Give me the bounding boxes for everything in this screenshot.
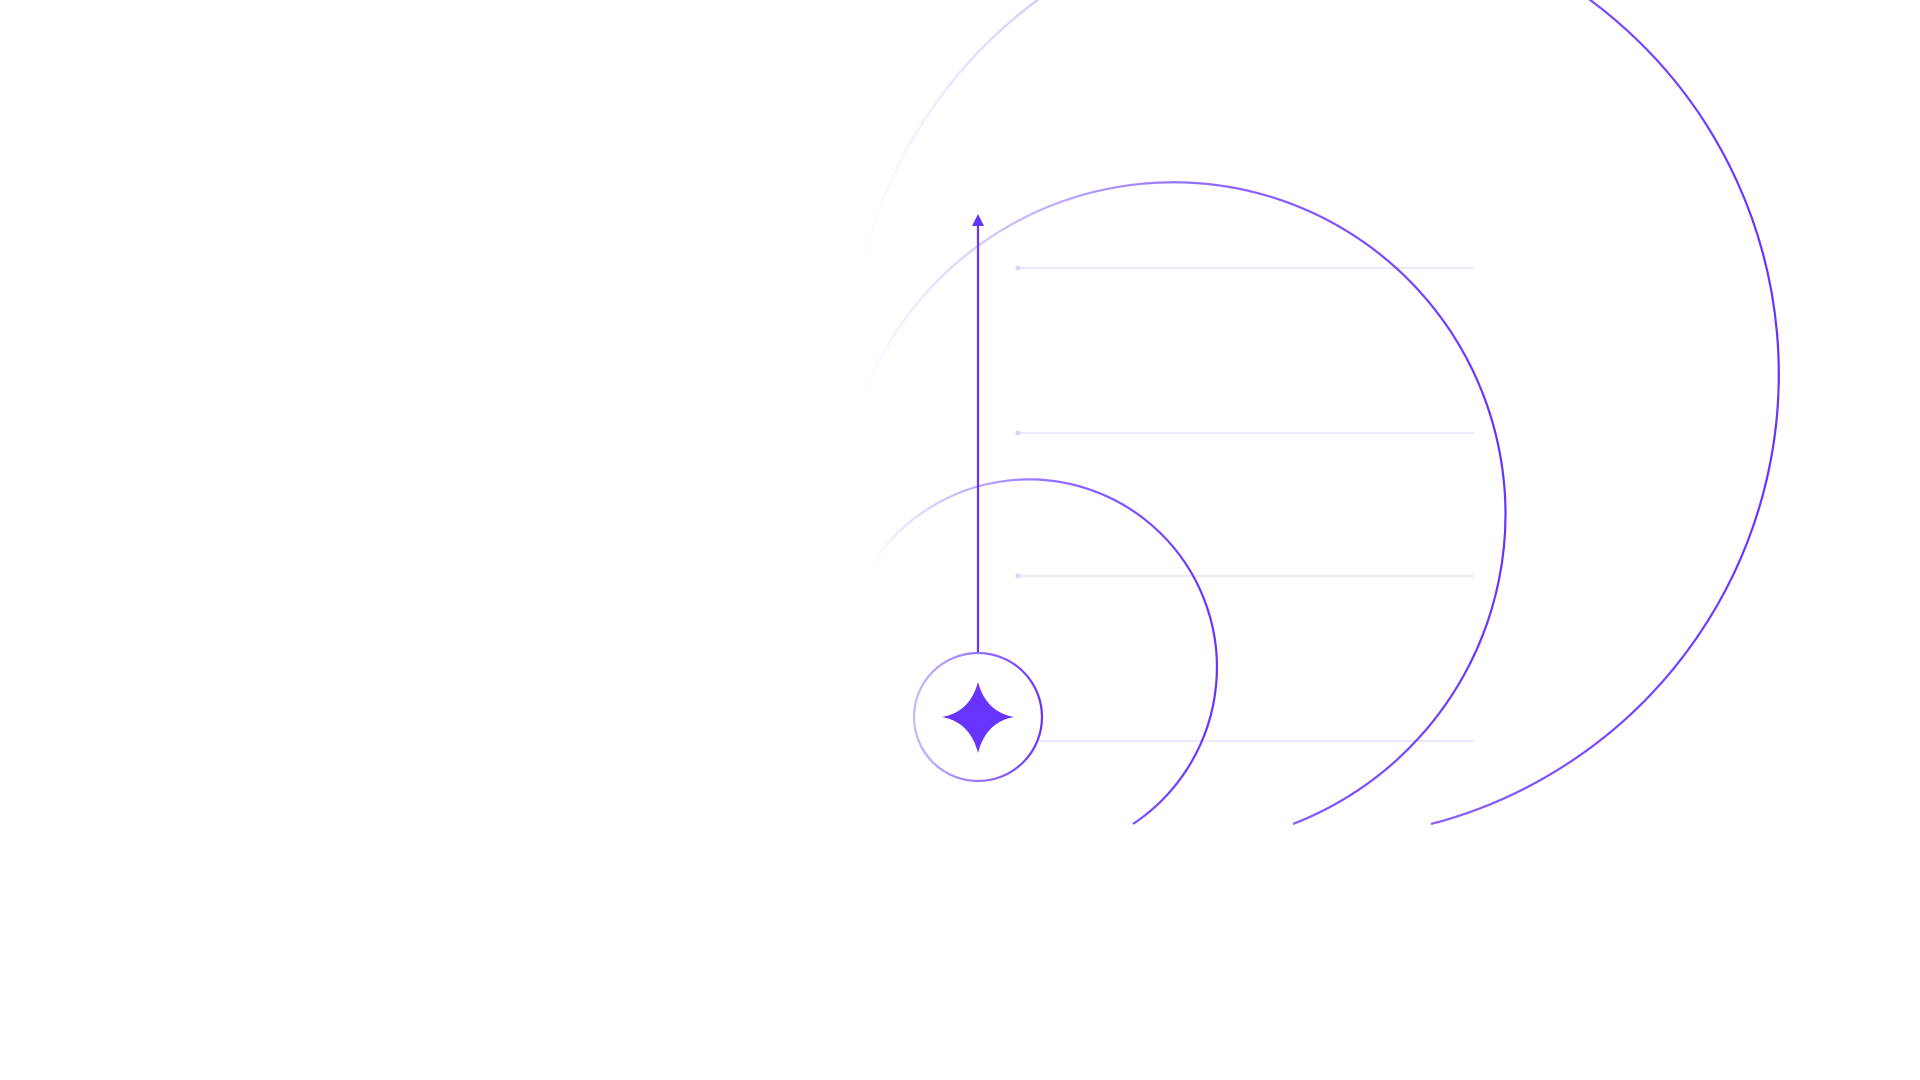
guide-lines	[1015, 265, 1474, 744]
sparkle-icon	[942, 682, 1014, 753]
arrow-up-icon	[972, 214, 984, 226]
signal-arcs	[858, 0, 1780, 825]
guide-dot-1	[1015, 265, 1021, 271]
arc-outer	[860, 0, 1780, 825]
guide-dot-3	[1015, 573, 1021, 579]
center-badge	[912, 651, 1044, 783]
guide-dot-2	[1015, 430, 1021, 436]
arc-inner	[869, 478, 1218, 825]
arc-middle	[858, 181, 1507, 825]
up-arrow	[972, 214, 984, 652]
